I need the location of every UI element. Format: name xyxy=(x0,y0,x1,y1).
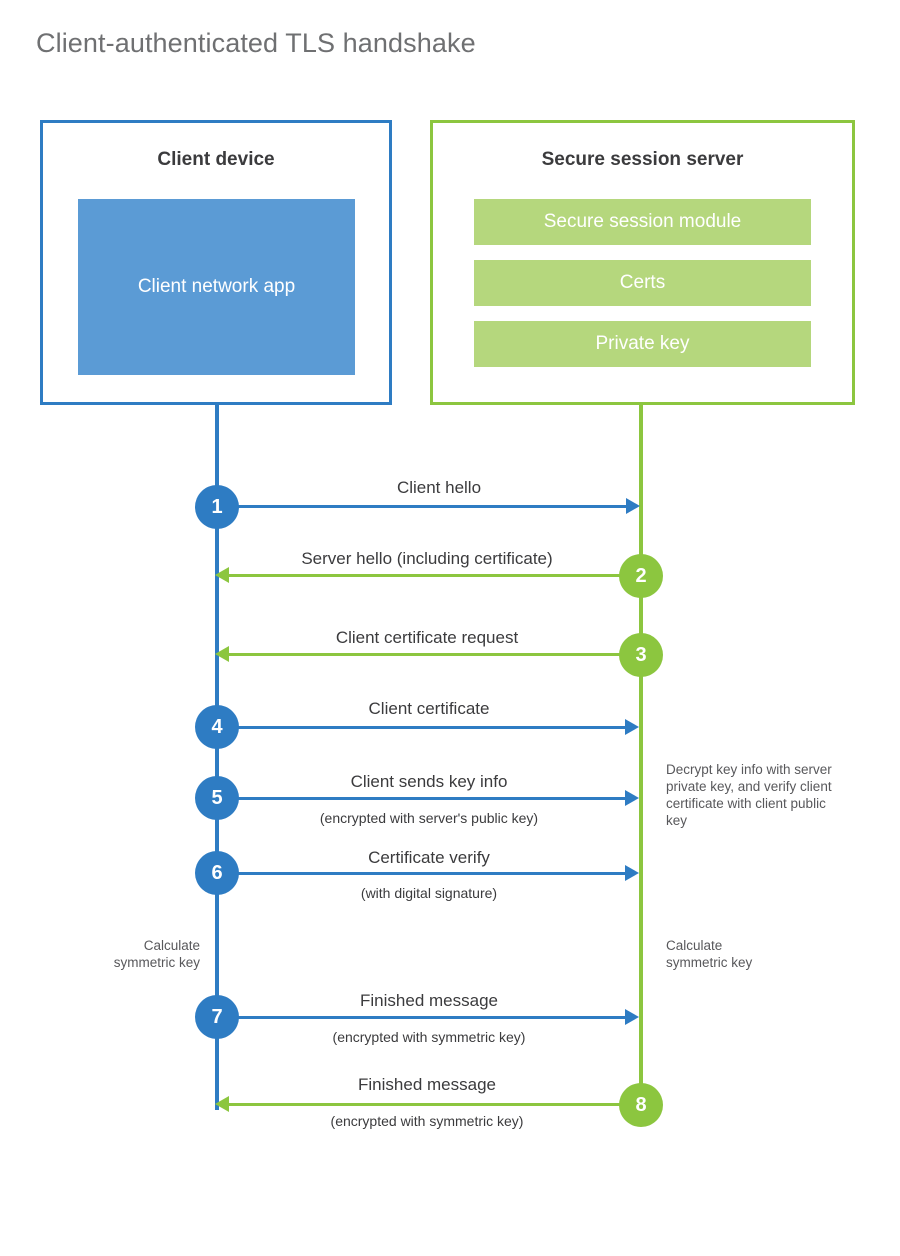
step-3-arrow-head-icon xyxy=(215,646,229,662)
client-calculate-note-line-1: Calculate xyxy=(143,938,200,953)
step-2-marker[interactable]: 2 xyxy=(619,554,663,598)
step-8-label: Finished message xyxy=(358,1075,496,1094)
step-6-arrow-head-icon xyxy=(625,865,639,881)
step-5-label: Client sends key info xyxy=(350,772,508,791)
step-7-sublabel: (encrypted with symmetric key) xyxy=(332,1029,526,1045)
step-2-arrow-head-icon xyxy=(215,567,229,583)
server-module-secure-session-module: Secure session module xyxy=(474,199,811,245)
step-7-label: Finished message xyxy=(360,991,498,1010)
secure-session-server-title: Secure session server xyxy=(541,149,744,170)
step-1-marker[interactable]: 1 xyxy=(195,485,239,529)
secure-session-server-box: Secure session server Secure session mod… xyxy=(430,120,855,405)
client-device-title: Client device xyxy=(157,149,275,170)
step-8-sublabel: (encrypted with symmetric key) xyxy=(330,1113,524,1129)
server-calculate-note-line-2: symmetric key xyxy=(666,955,753,970)
client-lifeline xyxy=(215,402,219,1110)
server-calculate-symmetric-key-note: Calculate symmetric key xyxy=(666,937,816,971)
step-5-arrow-line xyxy=(217,797,625,800)
step-7-marker[interactable]: 7 xyxy=(195,995,239,1039)
step-4-marker[interactable]: 4 xyxy=(195,705,239,749)
step-2-label: Server hello (including certificate) xyxy=(301,549,553,568)
step-3-marker[interactable]: 3 xyxy=(619,633,663,677)
step-7-arrow-line xyxy=(217,1016,625,1019)
client-calculate-note-line-2: symmetric key xyxy=(113,955,200,970)
step-8-marker[interactable]: 8 xyxy=(619,1083,663,1127)
step-7-arrow-head-icon xyxy=(625,1009,639,1025)
step-1-arrow-line xyxy=(217,505,627,508)
step-6-label: Certificate verify xyxy=(368,848,490,867)
step-3-label: Client certificate request xyxy=(335,628,519,647)
client-device-box: Client device Client network app xyxy=(40,120,392,405)
step-6-marker[interactable]: 6 xyxy=(195,851,239,895)
step-1-arrow-head-icon xyxy=(626,498,640,514)
page-title: Client-authenticated TLS handshake xyxy=(36,28,476,58)
step-1-label: Client hello xyxy=(396,478,482,497)
step-2-arrow-line xyxy=(228,574,639,577)
server-lifeline xyxy=(639,402,643,1108)
step-8-arrow-head-icon xyxy=(215,1096,229,1112)
server-module-private-key: Private key xyxy=(474,321,811,367)
step-4-arrow-line xyxy=(217,726,625,729)
server-calculate-note-line-1: Calculate xyxy=(666,938,723,953)
step-3-arrow-line xyxy=(228,653,639,656)
step-5-arrow-head-icon xyxy=(625,790,639,806)
step-4-arrow-head-icon xyxy=(625,719,639,735)
client-calculate-symmetric-key-note: Calculate symmetric key xyxy=(70,937,200,971)
step-5-marker[interactable]: 5 xyxy=(195,776,239,820)
step-6-arrow-line xyxy=(217,872,625,875)
server-module-certs: Certs xyxy=(474,260,811,306)
step-8-arrow-line xyxy=(228,1103,639,1106)
step-6-sublabel: (with digital signature) xyxy=(360,885,498,901)
server-decrypt-note: Decrypt key info with server private key… xyxy=(666,762,832,828)
step-5-sublabel: (encrypted with server's public key) xyxy=(319,810,539,826)
client-network-app-block: Client network app xyxy=(78,199,355,375)
step-4-label: Client certificate xyxy=(368,699,490,718)
